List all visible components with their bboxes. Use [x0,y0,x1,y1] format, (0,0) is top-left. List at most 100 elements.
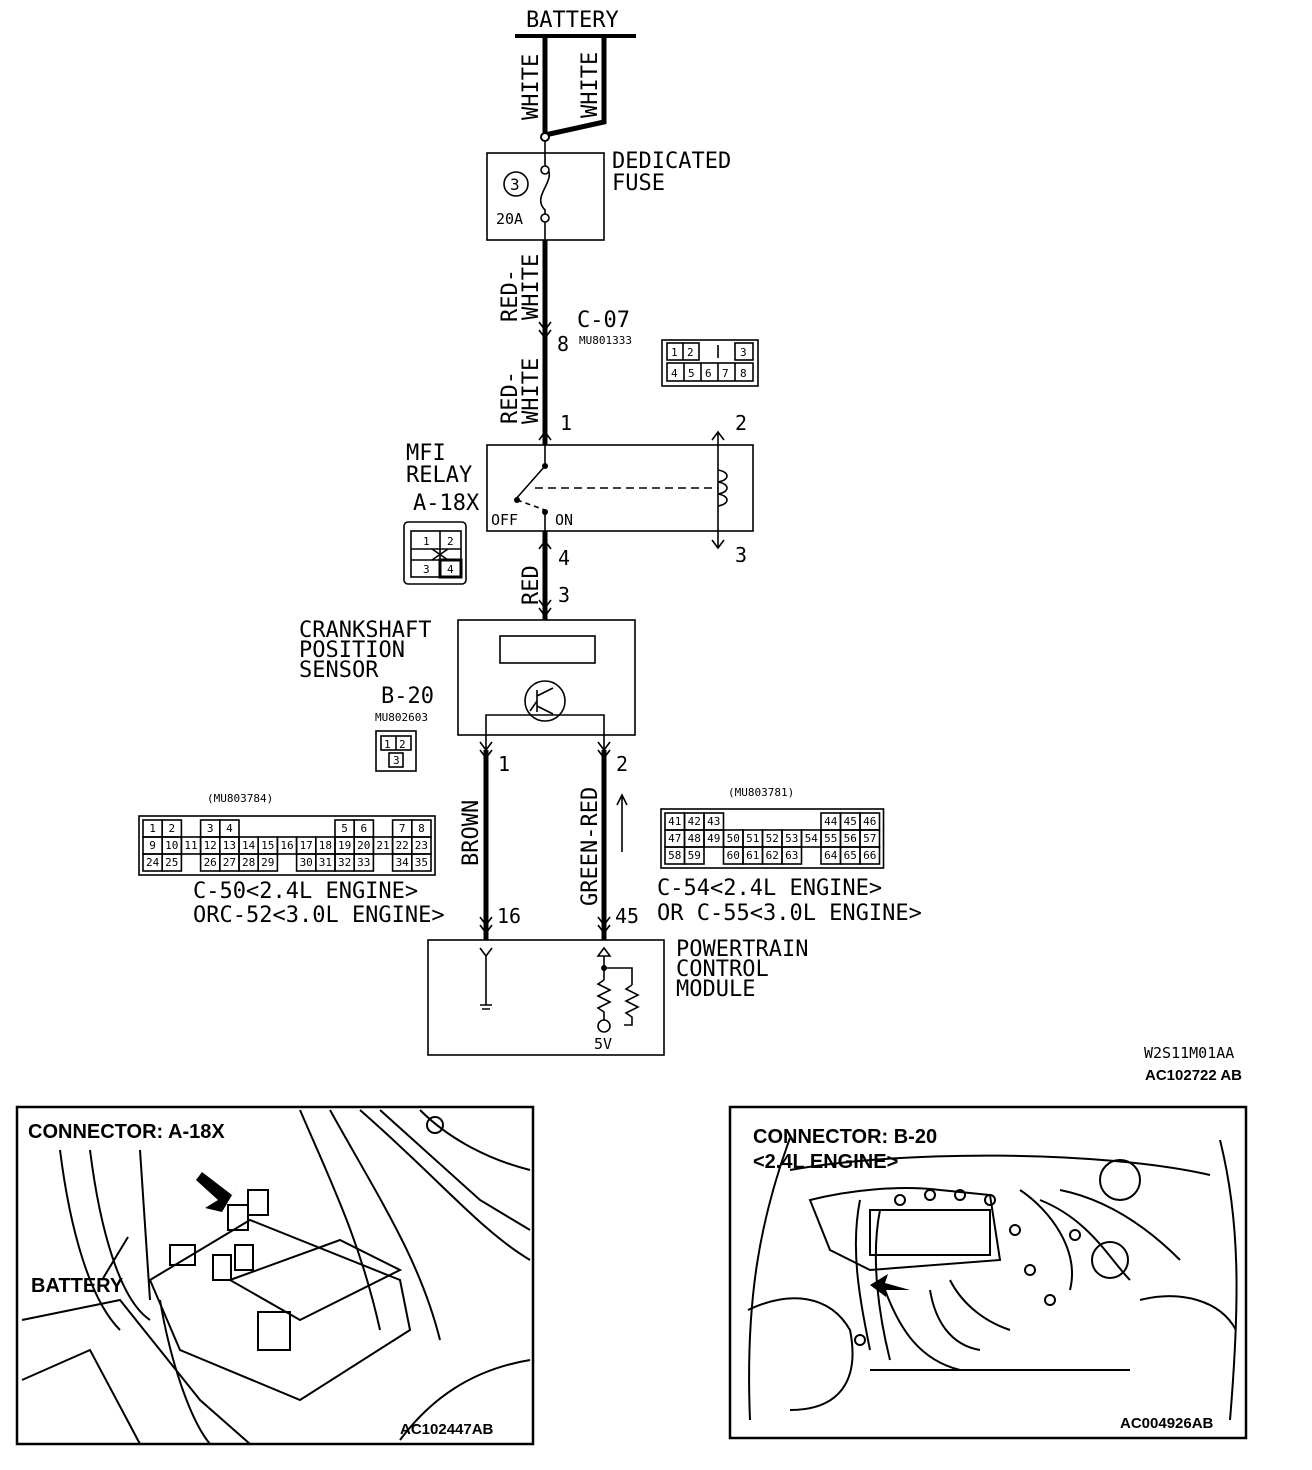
connector-pin-number: 33 [357,856,370,869]
photo-b20-title-1: CONNECTOR: B-20 [753,1126,937,1148]
connector-pin-number: 60 [727,849,740,862]
connector-pin-number: 62 [766,849,779,862]
relay-title-2: RELAY [406,463,472,488]
green-red-arrow-top [597,741,611,760]
figure-code: AC102722 AB [1145,1067,1242,1084]
brown-arrow-bottom [479,916,493,935]
c07-name: C-07 [577,308,630,333]
connector-outline [660,808,885,869]
svg-text:1: 1 [384,738,391,751]
c50-pin: 16 [497,904,521,928]
c50-label-2: ORC-52<3.0L ENGINE> [193,903,445,928]
connector-pin-number: 25 [165,856,178,869]
sensor-out-loop [485,714,605,750]
svg-text:1: 1 [671,346,678,359]
c54-part: (MU803781) [728,786,794,799]
c54-label-1: C-54<2.4L ENGINE> [657,876,882,901]
connector-pin-number: 12 [204,839,217,852]
sensor-pin-in: 3 [558,583,570,607]
red-wire-label: RED [519,565,544,605]
connector-pin-number: 8 [418,822,425,835]
c50-part: (MU803784) [207,792,273,805]
c54-pin: 45 [615,904,639,928]
connector-pin-number: 16 [280,839,293,852]
connector-pin-number: 31 [319,856,332,869]
red-wire-arrow-bottom [538,599,552,618]
photo-b20 [728,1105,1248,1440]
connector-pin-number: 45 [844,815,857,828]
relay-title-1: MFI [406,441,446,466]
relay-connector-name: A-18X [413,491,480,516]
connector-pin-number: 29 [261,856,274,869]
fuse-number: 3 [510,175,520,194]
pcm-junction [601,965,607,971]
photo-a18x [15,1105,535,1446]
sensor-element [499,635,596,664]
connector-pin-number: 49 [707,832,720,845]
connector-pin-number: 4 [226,822,233,835]
red-white-label-1a: RED- [498,269,523,322]
pcm-ground-input [479,947,493,1010]
connector-pin-number: 59 [688,849,701,862]
connector-pin-number: 35 [415,856,428,869]
connector-pin-number: 42 [688,815,701,828]
fuse-terminal-bottom [540,213,550,223]
diagram-code: W2S11M01AA [1144,1044,1234,1062]
pcm-title-1: POWERTRAIN [676,937,808,962]
relay-pin-2: 2 [735,411,747,435]
connector-cavity [781,846,803,865]
relay-coil [717,469,728,507]
connector-pin-number: 6 [360,822,367,835]
connector-pin-number: 57 [863,832,876,845]
c07-pin: 8 [557,332,569,356]
white-wire-right [544,36,607,138]
connector-pin-number: 54 [805,832,819,845]
green-red-wire-label: GREEN-RED [578,787,603,906]
connector-pin-number: 65 [844,849,857,862]
battery-label: BATTERY [526,8,619,33]
photo-b20-code: AC004926AB [1120,1415,1214,1432]
relay-connector-face: 1 2 3 4 [403,521,467,585]
connector-pin-number: 17 [300,839,313,852]
connector-pin-number: 26 [204,856,217,869]
connector-pin-number: 53 [785,832,798,845]
sensor-connector-name: B-20 [381,684,434,709]
connector-cavity [257,853,279,872]
svg-text:3: 3 [740,346,747,359]
signal-direction-arrow [616,793,628,852]
connector-pin-number: 13 [223,839,236,852]
photo-a18x-battery: BATTERY [31,1275,124,1297]
red-white-label-1b: WHITE [519,254,544,320]
connector-pin-number: 66 [863,849,876,862]
sensor-title-1: CRANKSHAFT [299,618,431,643]
pcm-resistor-1 [596,979,612,1020]
c54-label-2: OR C-55<3.0L ENGINE> [657,901,922,926]
svg-text:6: 6 [705,367,712,380]
svg-text:7: 7 [722,367,729,380]
connector-pin-number: 11 [184,839,197,852]
sensor-transistor [524,680,566,722]
sensor-title-3: SENSOR [299,658,379,683]
connector-pin-number: 50 [727,832,740,845]
svg-text:2: 2 [399,738,406,751]
red-white-label-2a: RED- [498,371,523,424]
relay-pin2-arrow [711,430,725,441]
pcm-signal-input [596,946,633,985]
relay-entry-arrow [538,430,552,441]
connector-pin-number: 1 [149,822,156,835]
connector-pin-number: 20 [357,839,370,852]
photo-b20-title-2: <2.4L ENGINE> [753,1151,898,1173]
photo-a18x-title: CONNECTOR: A-18X [28,1121,225,1143]
fuse-title-1: DEDICATED [612,149,731,174]
connector-pin-number: 9 [149,839,156,852]
relay-off-label: OFF [491,511,518,529]
relay-switch-arm [514,465,546,501]
connector-pin-number: 63 [785,849,798,862]
c07-arrow [538,321,552,340]
photo-a18x-code: AC102447AB [400,1421,494,1438]
sensor-title-2: POSITION [299,638,405,663]
connector-pin-number: 27 [223,856,236,869]
pcm-box [427,939,665,1056]
